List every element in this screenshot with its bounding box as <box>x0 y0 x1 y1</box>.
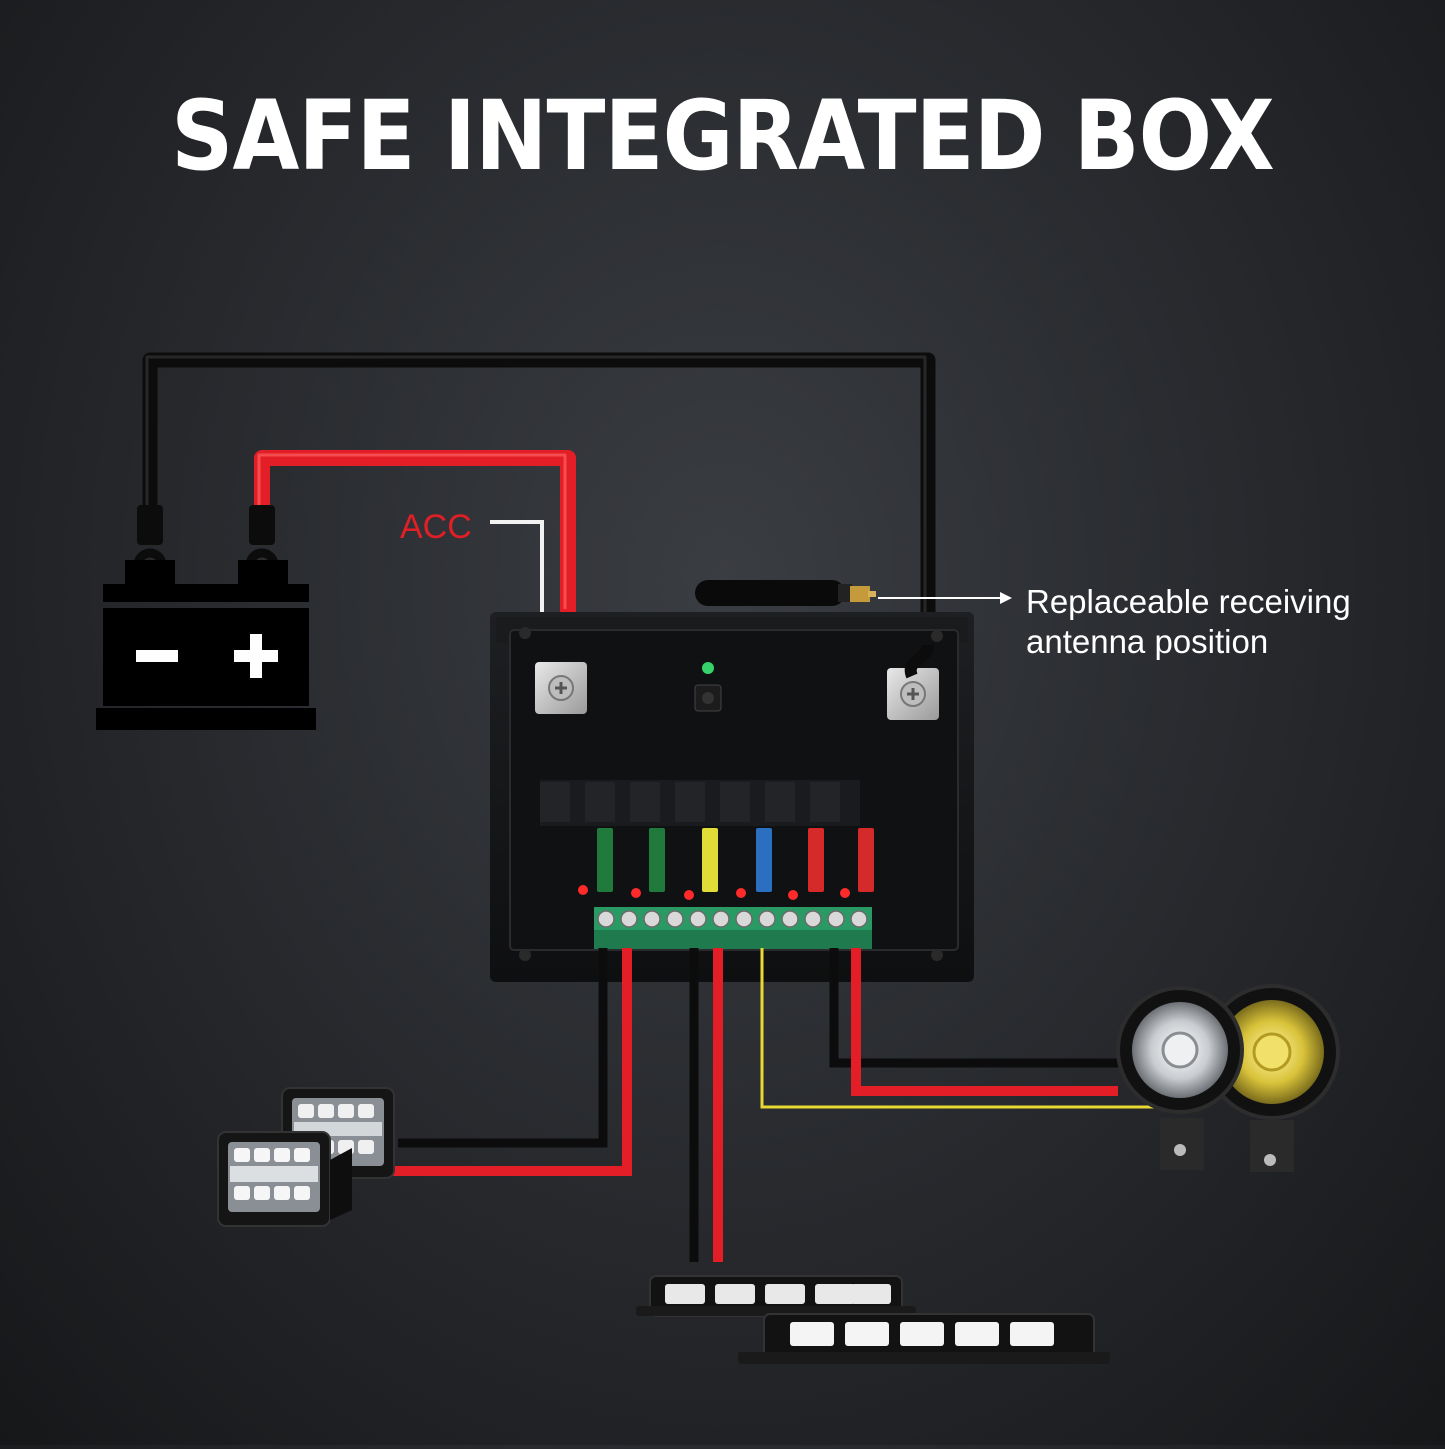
fuse-red-1 <box>808 828 824 892</box>
fuse-yellow <box>702 828 718 892</box>
fuse-red-2 <box>858 828 874 892</box>
light-bar-icon <box>636 1275 1110 1364</box>
antenna-callout-line1: Replaceable receiving <box>1026 583 1351 620</box>
round-fog-light-icon <box>1116 984 1340 1172</box>
work-light-icon <box>217 1087 395 1227</box>
fuse-row <box>597 828 874 892</box>
battery-positive-wire <box>254 450 576 612</box>
page-title: SAFE INTEGRATED BOX <box>171 80 1275 192</box>
antenna-callout: Replaceable receiving antenna position <box>1026 582 1351 662</box>
acc-label: ACC <box>400 508 472 546</box>
antenna-callout-arrow <box>878 592 1012 604</box>
battery-icon <box>96 505 316 730</box>
acc-wire <box>490 520 544 630</box>
fuse-green-1 <box>597 828 613 892</box>
battery-negative-wire <box>142 352 936 645</box>
terminal-block <box>594 907 872 949</box>
fuse-green-2 <box>649 828 665 892</box>
indicator-led-row <box>578 885 850 900</box>
antenna-callout-line2: antenna position <box>1026 623 1269 660</box>
fuse-blue <box>756 828 772 892</box>
output-wires <box>390 948 1190 1262</box>
